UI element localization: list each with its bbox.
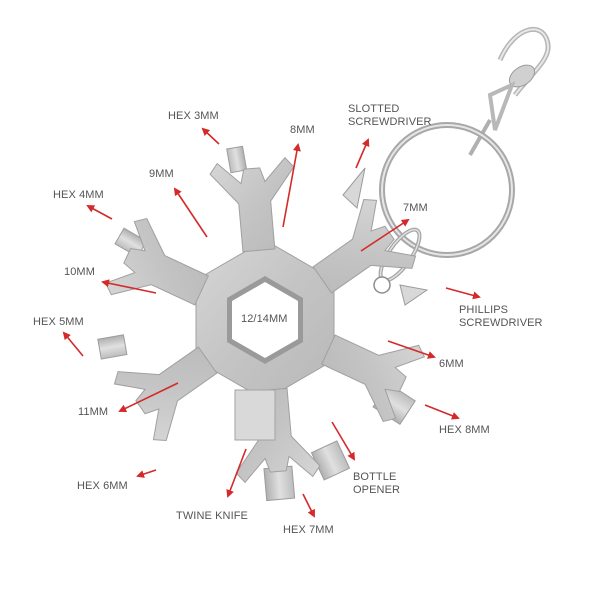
arrow-hex-7mm (302, 493, 315, 518)
arrow-hex-3mm (201, 127, 220, 145)
label-twine-knife: TWINE KNIFE (176, 510, 248, 522)
arrow-twine-knife (226, 448, 247, 498)
label-9mm: 9MM (149, 168, 174, 180)
arrow-11mm (118, 382, 179, 412)
label-hex-8mm: HEX 8MM (439, 424, 490, 436)
arrow-slotted-screwdriver (355, 138, 370, 169)
label-7mm: 7MM (403, 202, 428, 214)
arrow-8mm (282, 143, 301, 228)
arrow-10mm (101, 279, 157, 294)
label-11mm: 11MM (78, 406, 109, 418)
arrow-9mm (173, 187, 208, 238)
label-10mm: 10MM (64, 266, 95, 278)
label-hex-4mm: HEX 4MM (53, 189, 104, 201)
label-hex-3mm: HEX 3MM (168, 110, 219, 122)
arrow-hex-8mm (424, 404, 460, 420)
label-hex-5mm: HEX 5MM (33, 316, 84, 328)
label-hex-6mm: HEX 6MM (77, 480, 128, 492)
label-6mm: 6MM (439, 358, 464, 370)
keyring-clip (468, 26, 551, 156)
arrow-bottle-opener (331, 421, 356, 461)
arm (209, 156, 295, 253)
snowflake-tool (97, 145, 429, 502)
arrow-hex-4mm (86, 205, 113, 220)
arrow-7mm (360, 218, 410, 252)
arrow-6mm (387, 340, 436, 359)
label-8mm: 8MM (290, 124, 315, 136)
center-hex-label: 12/14MM (241, 313, 288, 325)
arrow-hex-5mm (62, 331, 84, 357)
arrow-phillips-screwdriver (445, 287, 481, 300)
label-hex-7mm: HEX 7MM (283, 524, 334, 536)
arrow-hex-6mm (136, 469, 157, 478)
callout-arrows (62, 127, 481, 518)
